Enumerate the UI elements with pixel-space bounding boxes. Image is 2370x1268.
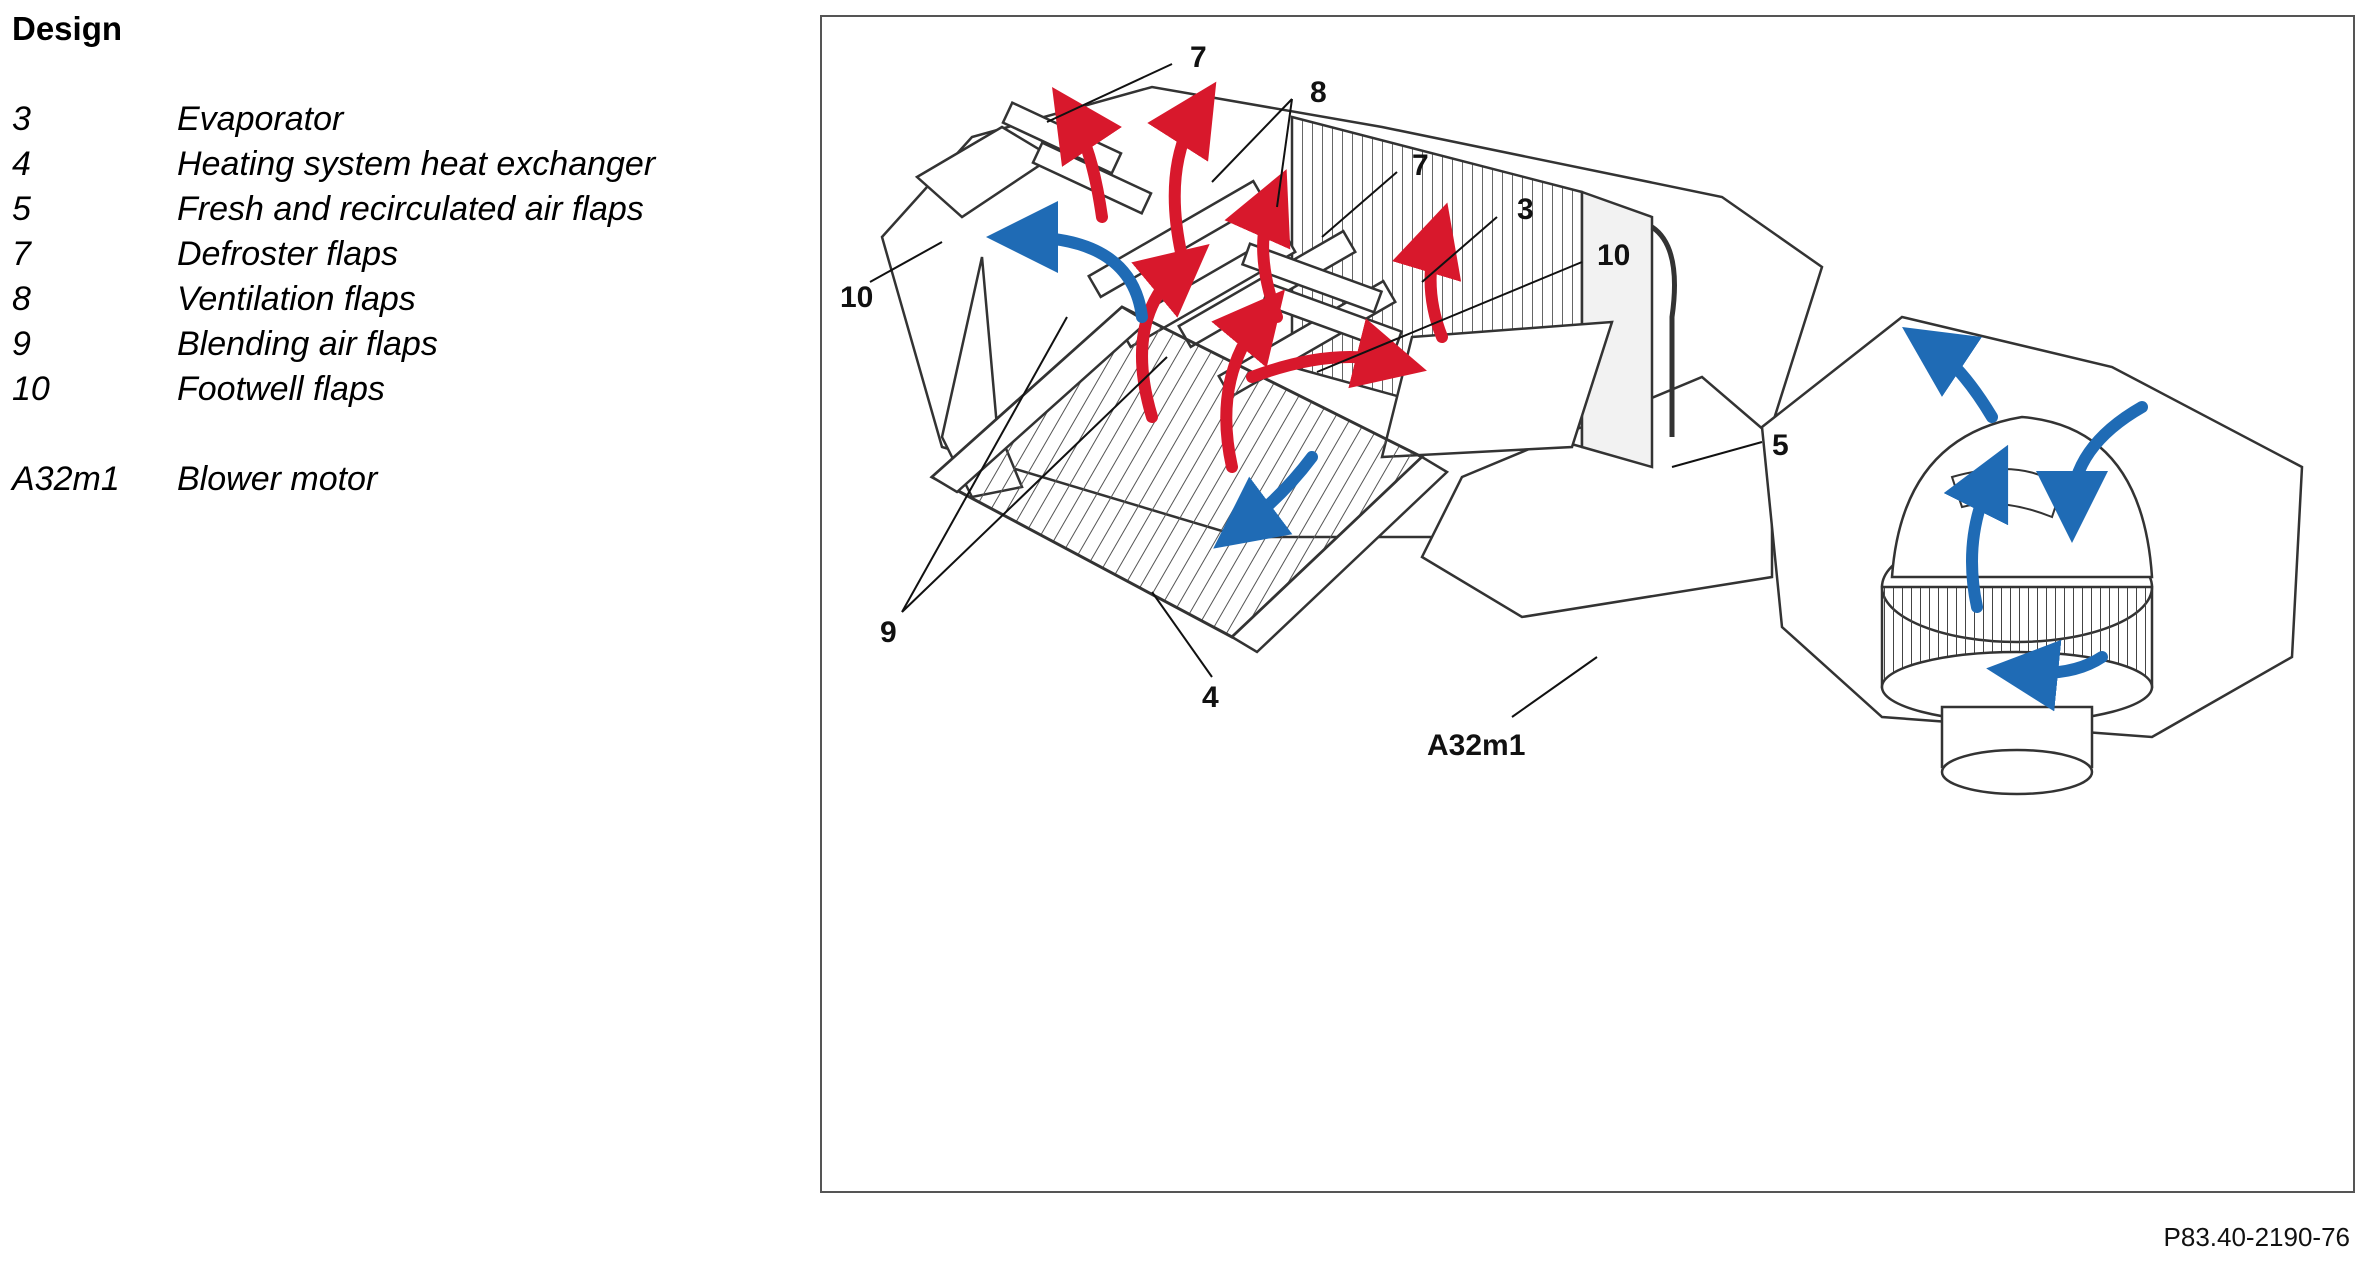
callout-8: 8 [1310,76,1327,109]
heat-exchanger [929,305,1450,654]
legend-label: Fresh and recirculated air flaps [177,190,644,228]
legend-label: Blending air flaps [177,325,438,363]
legend-code: 8 [12,280,31,318]
callout-7-right: 7 [1412,149,1429,182]
footwell-flap [1380,320,1614,459]
callout-5: 5 [1772,429,1789,462]
callout-4: 4 [1202,681,1219,714]
warm-airflow-arrows [1052,81,1462,473]
legend-code: 4 [12,145,31,183]
cold-airflow-arrows [986,201,2148,712]
legend-code: A32m1 [12,460,120,498]
legend-code: 3 [12,100,31,138]
leader-lines [869,63,1763,718]
legend-label: Ventilation flaps [177,280,416,318]
blower-assembly [1760,315,2304,796]
hvac-unit-illustration: 7 8 7 3 10 10 5 9 4 A32m1 [840,41,2304,796]
callout-a32m1: A32m1 [1427,729,1525,762]
figure-reference: P83.40-2190-76 [2163,1222,2350,1252]
legend-label: Blower motor [177,460,378,498]
legend-label: Defroster flaps [177,235,399,273]
legend-label: Heating system heat exchanger [177,145,656,183]
callout-7-upper: 7 [1190,41,1207,74]
legend-label: Evaporator [177,100,344,138]
callout-9: 9 [880,616,897,649]
legend-code: 5 [12,190,31,228]
section-heading: Design [12,10,123,47]
legend-label: Footwell flaps [177,370,385,408]
callout-3: 3 [1517,193,1534,226]
diagram-frame: 7 8 7 3 10 10 5 9 4 A32m1 [820,15,2355,1193]
callout-10-left: 10 [840,281,873,314]
legend-code: 7 [12,235,31,273]
legend-code: 10 [12,370,50,408]
callout-10-right: 10 [1597,239,1630,272]
legend-code: 9 [12,325,31,363]
